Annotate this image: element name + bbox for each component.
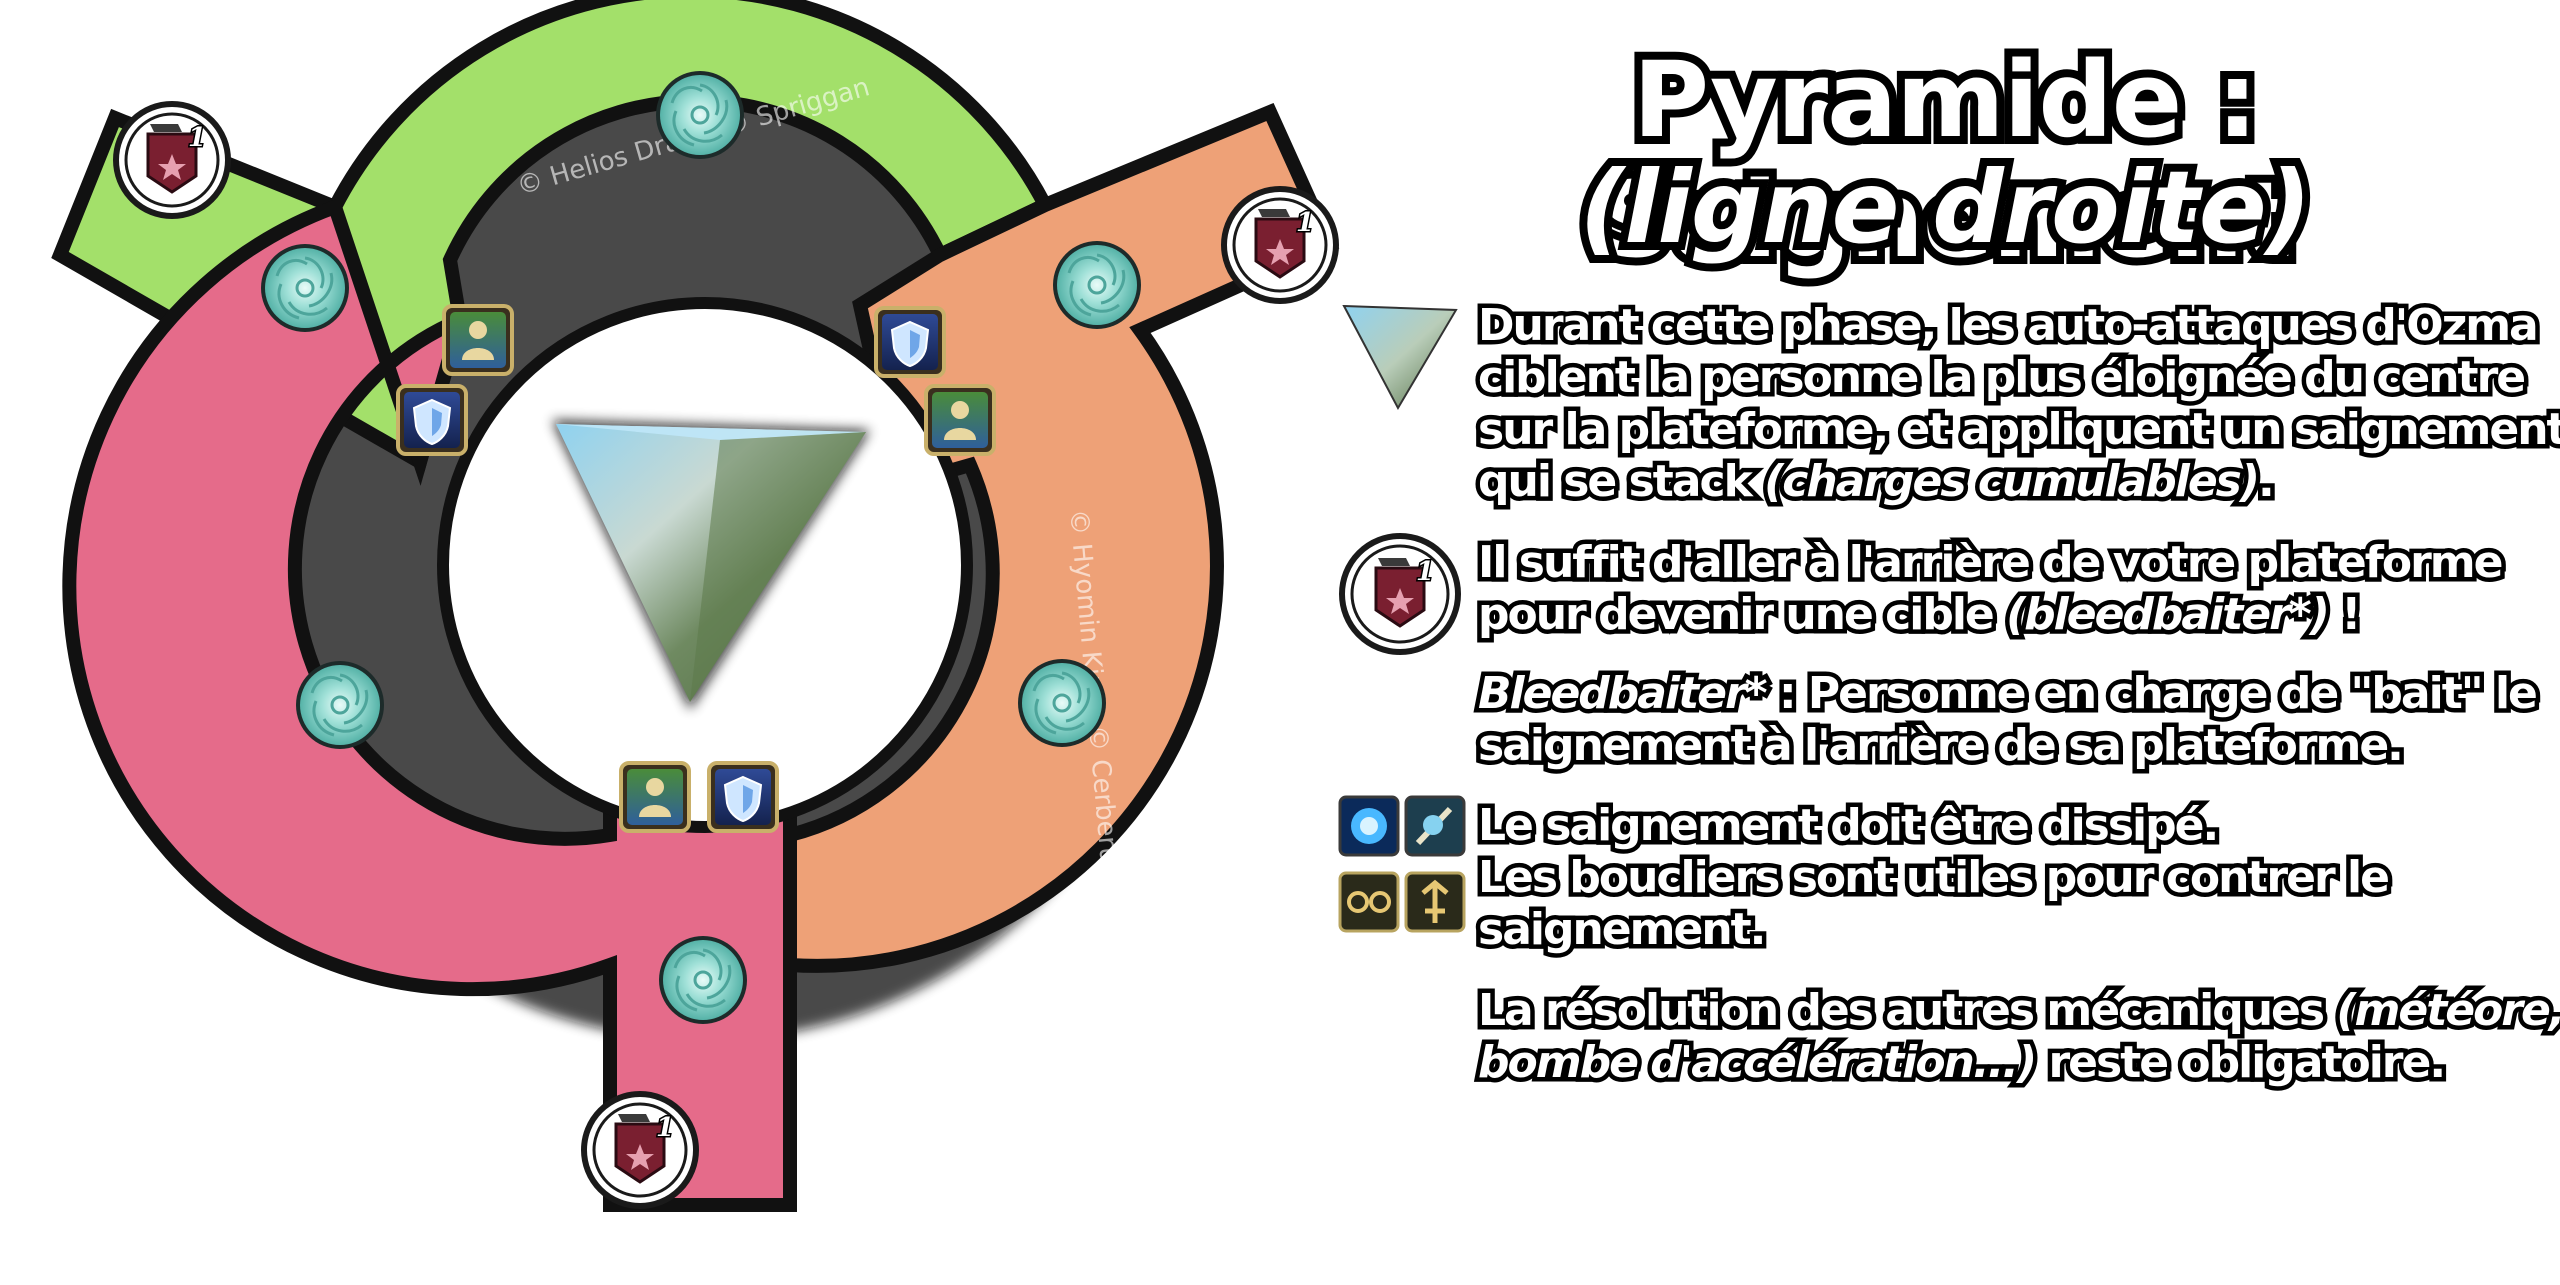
paragraph-other-mechanics: La résolution des autres mécaniques (mét… — [1473, 981, 2560, 1093]
text-line: sur la plateforme, et appliquent un saig… — [1474, 400, 2560, 460]
barrier-icon — [1338, 871, 1400, 933]
tank-shield-icon — [874, 306, 946, 378]
text-line: Il suffit d'aller à l'arrière de votre p… — [1474, 533, 2508, 593]
text-line: saignement. — [1474, 900, 1771, 960]
bleed-icon: 1 — [1339, 533, 1461, 655]
healer-icon — [442, 304, 514, 376]
bleed-icon — [1224, 189, 1336, 301]
pyramid-ozma-icon — [1342, 304, 1458, 411]
meteor-icon — [654, 69, 746, 161]
bleed-icon — [116, 104, 228, 216]
pyramid-ozma-icon — [552, 420, 870, 710]
paragraph-auto-attacks: Durant cette phase, les auto-attaques d'… — [1473, 296, 2560, 512]
meteor-icon — [1051, 239, 1143, 331]
shield-spell-icon — [1404, 871, 1466, 933]
text-line: qui se stack (charges cumulables). — [1473, 452, 2279, 512]
healer-icon — [924, 384, 996, 456]
bleed-icon — [584, 1094, 696, 1206]
meteor-icon — [657, 934, 749, 1026]
tank-shield-icon — [707, 761, 779, 833]
text-line: Les boucliers sont utiles pour contrer l… — [1474, 848, 2395, 908]
page-title: Pyramide : Saignement — [1591, 32, 2300, 288]
cleanse-icon — [1404, 795, 1466, 857]
meteor-icon — [259, 242, 351, 334]
tank-shield-icon — [396, 384, 468, 456]
meteor-icon — [294, 659, 386, 751]
page-subtitle: (ligne droite) — [1572, 142, 2320, 274]
text-line: saignement à l'arrière de sa plateforme. — [1474, 716, 2409, 776]
healer-icon — [619, 761, 691, 833]
meteor-icon — [1016, 657, 1108, 749]
text-line: Bleedbaiter* : Personne en charge de "ba… — [1474, 664, 2543, 724]
paragraph-dispel-shields: Le saignement doit être dissipé. Les bou… — [1474, 796, 2553, 960]
text-line: ciblent la personne la plus éloignée du … — [1474, 348, 2531, 408]
text-line: bombe d'accélération...) reste obligatoi… — [1473, 1033, 2450, 1093]
paragraph-bleedbaiter-definition: Bleedbaiter* : Personne en charge de "ba… — [1474, 664, 2553, 776]
esuna-icon — [1338, 795, 1400, 857]
text-line: Le saignement doit être dissipé. — [1474, 796, 2224, 856]
paragraph-bleedbaiter-position: Il suffit d'aller à l'arrière de votre p… — [1473, 533, 2553, 645]
pink-platform — [62, 197, 797, 1212]
text-line: pour devenir une cible (bleedbaiter*) ! — [1473, 585, 2365, 645]
arena-diagram: 1 © Helios Draw · — [51, 0, 1340, 1212]
status-cleanse-icons — [1338, 795, 1466, 933]
svg-text:1: 1 — [1416, 557, 1434, 587]
text-line: La résolution des autres mécaniques (mét… — [1473, 981, 2560, 1041]
text-line: Durant cette phase, les auto-attaques d'… — [1474, 296, 2544, 356]
